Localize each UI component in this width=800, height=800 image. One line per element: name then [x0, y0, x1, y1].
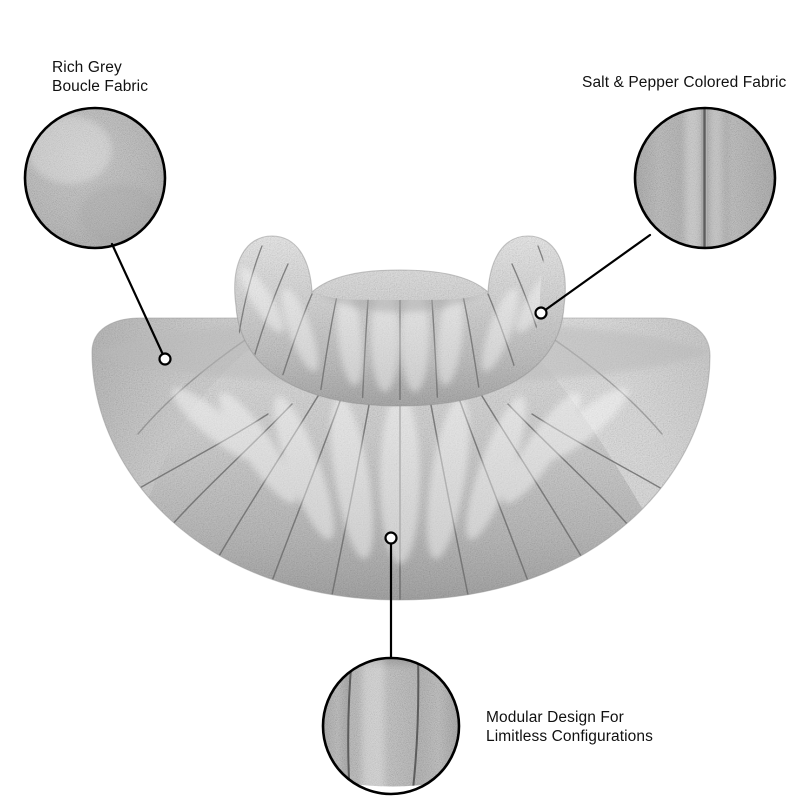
callout-dot-rich-grey — [158, 352, 172, 366]
callout-label-modular: Modular Design For Limitless Configurati… — [486, 709, 653, 745]
detail-circle-rich-grey — [23, 106, 167, 250]
detail-circle-modular — [321, 656, 461, 796]
sofa-backrest — [234, 235, 566, 407]
callout-label-rich-grey: Rich Grey Boucle Fabric — [52, 59, 149, 95]
callout-dot-salt-pepper — [534, 306, 548, 320]
leader-line-salt-pepper — [539, 233, 652, 315]
callout-dot-modular — [384, 531, 398, 545]
sofa-illustration — [91, 235, 711, 601]
callout-dots — [158, 306, 548, 545]
leader-line-rich-grey — [110, 242, 167, 361]
callout-label-salt-pepper: Salt & Pepper Colored Fabric — [582, 74, 787, 91]
detail-circle-salt-pepper — [633, 106, 777, 250]
callout-leaders — [110, 233, 652, 660]
